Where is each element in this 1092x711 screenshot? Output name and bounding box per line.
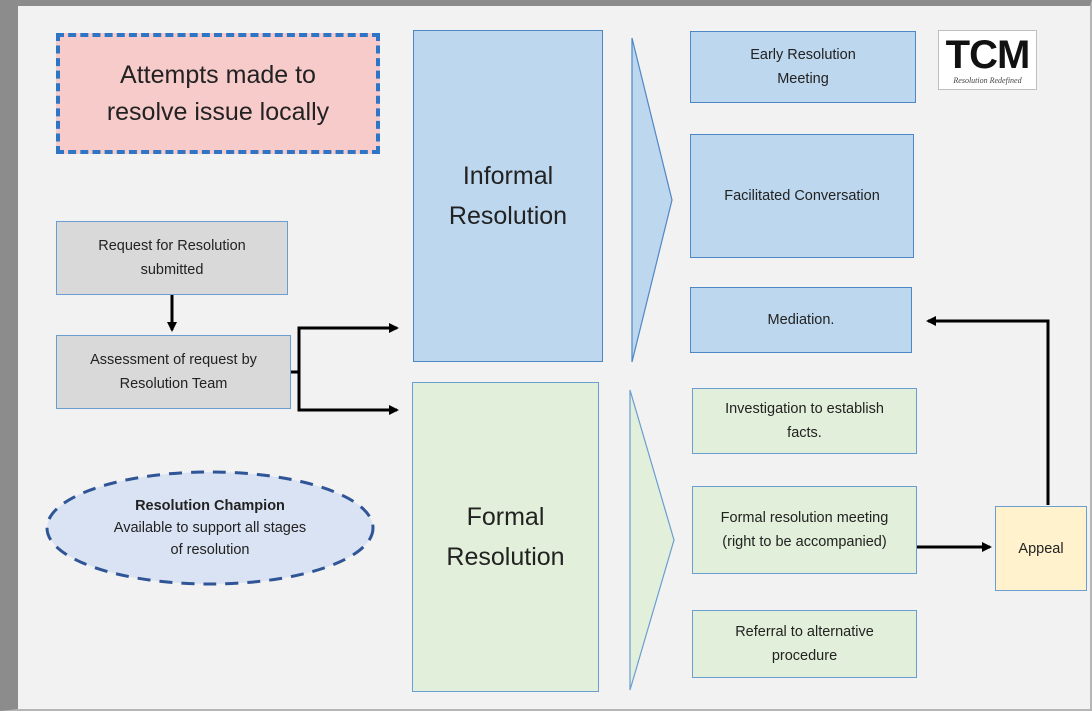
local-attempt-text: Attempts made to resolve issue locally xyxy=(106,60,330,126)
mediation-text: Mediation. xyxy=(767,312,835,328)
referral-box: Referral to alternative procedure xyxy=(692,610,917,678)
local-attempt-box: Attempts made to resolve issue locally xyxy=(56,33,380,154)
investigation-box: Investigation to establish facts. xyxy=(692,388,917,454)
arrow-appeal-to-mediation xyxy=(926,316,1050,505)
formal-resolution-title: Formal Resolution xyxy=(446,503,565,571)
arrow-assessment-to-formal xyxy=(297,372,399,415)
appeal-text: Appeal xyxy=(1018,540,1064,557)
tcm-logo: TCM Resolution Redefined xyxy=(938,30,1037,90)
formal-resolution-box: Formal Resolution xyxy=(412,382,599,692)
investigation-text: Investigation to establish facts. xyxy=(725,401,884,441)
champion-text-block: Resolution Champion Available to support… xyxy=(90,490,330,566)
request-text: Request for Resolution submitted xyxy=(98,238,246,278)
informal-resolution-box: Informal Resolution xyxy=(413,30,603,362)
request-box: Request for Resolution submitted xyxy=(56,221,288,295)
formal-meeting-text: Formal resolution meeting (right to be a… xyxy=(720,510,889,550)
informal-chevron xyxy=(631,37,673,363)
logo-mark: TCM xyxy=(945,32,1031,77)
formal-meeting-box: Formal resolution meeting (right to be a… xyxy=(692,486,917,574)
early-resolution-meeting-box: Early Resolution Meeting xyxy=(690,31,916,103)
formal-chevron xyxy=(629,389,675,691)
referral-text: Referral to alternative procedure xyxy=(735,624,874,664)
appeal-box: Appeal xyxy=(995,506,1087,591)
facilitated-conversation-text: Facilitated Conversation xyxy=(724,188,880,204)
informal-resolution-title: Informal Resolution xyxy=(448,162,568,230)
champion-body: Available to support all stages of resol… xyxy=(113,520,307,558)
arrow-assessment-branch xyxy=(291,323,399,374)
facilitated-conversation-box: Facilitated Conversation xyxy=(690,134,914,258)
champion-title: Resolution Champion xyxy=(135,498,285,514)
champion-ellipse xyxy=(45,470,375,586)
mediation-box: Mediation. xyxy=(690,287,912,353)
assessment-text: Assessment of request by Resolution Team xyxy=(90,352,257,392)
assessment-box: Assessment of request by Resolution Team xyxy=(56,335,291,409)
logo-tagline: Resolution Redefined xyxy=(953,75,1022,85)
early-resolution-meeting-text: Early Resolution Meeting xyxy=(750,47,856,87)
